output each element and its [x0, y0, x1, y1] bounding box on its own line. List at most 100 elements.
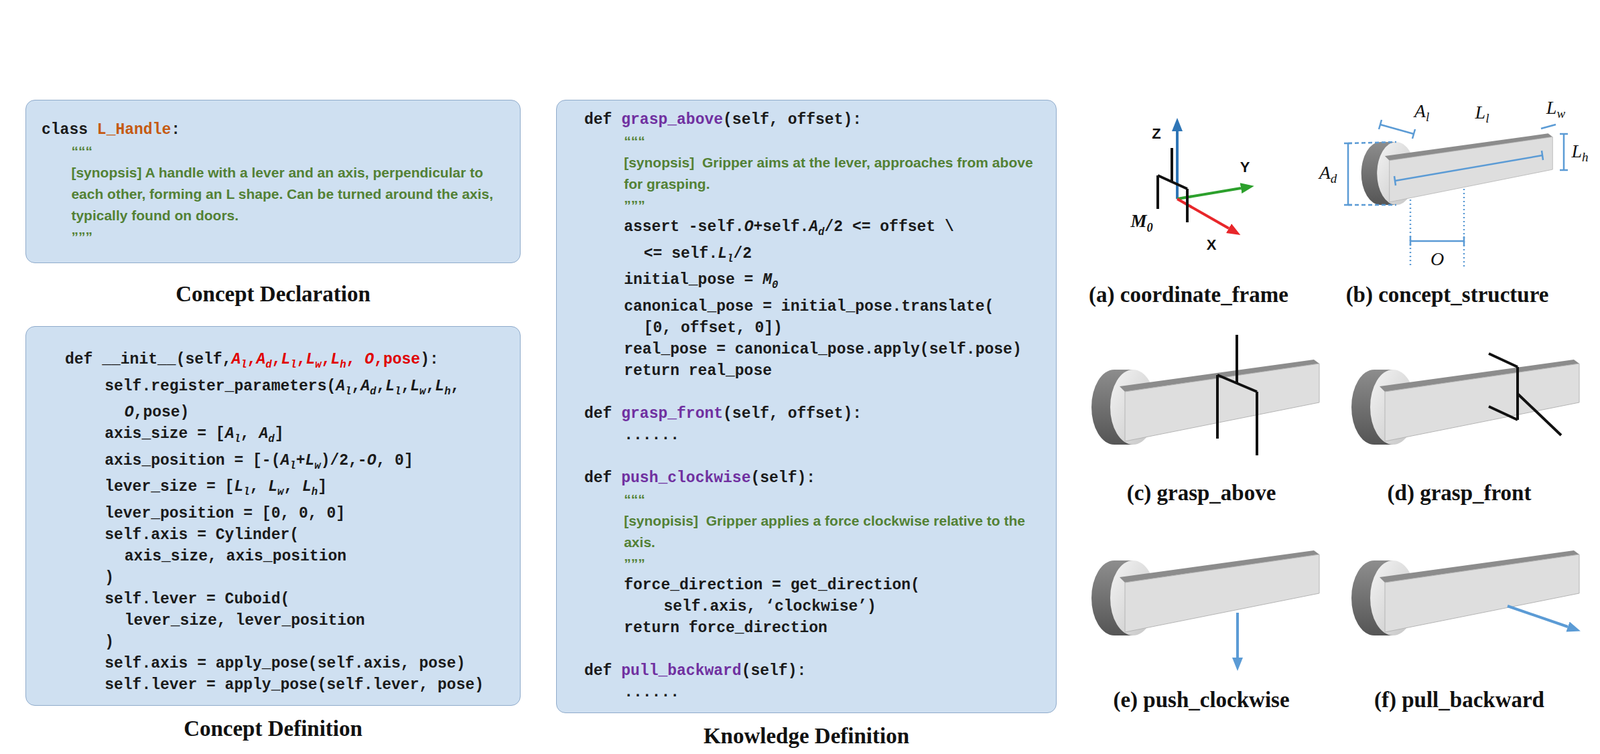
text-run: self.lever = Cuboid( — [104, 590, 290, 609]
text-run: O — [367, 452, 377, 470]
code-line: assert -self.O+self.Ad/2 <= offset \ — [623, 216, 1046, 244]
text-run: ””” — [623, 197, 646, 214]
text-run: w — [1556, 106, 1566, 121]
code-line: axis_position = [-(Al+Lw)/2,-O, 0] — [104, 450, 484, 478]
code-panel: class L_Handle:“““[synopsis] A handle wi… — [25, 99, 521, 264]
code-body: def grasp_above(self, offset):“““[synops… — [584, 109, 1046, 704]
dimension-label: O — [1430, 247, 1444, 271]
code-line: ) — [104, 567, 484, 589]
dimension-label: Lh — [1571, 139, 1588, 170]
code-line: real_pose = canonical_pose.apply(self.po… — [623, 339, 1046, 361]
figure-caption: (a) coordinate_frame — [1088, 281, 1289, 309]
text-run: L — [268, 478, 278, 496]
docstring: “““ — [623, 489, 1046, 511]
code-line: self.lever = Cuboid( — [104, 588, 484, 611]
text-run: grasp_front — [621, 405, 723, 423]
panel-caption: Knowledge Definition — [516, 722, 1097, 750]
text-run: push_clockwise — [621, 469, 751, 488]
docstring: “““ — [623, 130, 1046, 153]
code-line: self.register_parameters(Al,Ad,Ll,Lw,Lh, — [104, 375, 484, 403]
text-run: 0 — [771, 279, 778, 292]
code-line: axis_size = [Al, Ad] — [104, 423, 484, 451]
text-run: axis_size = [ — [104, 425, 225, 443]
text-run: grasp_above — [621, 111, 723, 129]
text-run: self.register_parameters( — [104, 377, 336, 396]
text-run: “““ — [623, 133, 646, 149]
text-run: 0 — [1146, 221, 1153, 235]
text-run: self.lever = apply_pose(self.lever, pose… — [104, 676, 484, 695]
handle-model — [1091, 550, 1320, 636]
gripper-symbol — [1157, 148, 1188, 223]
concept-structure — [1344, 119, 1568, 269]
text-run: l — [243, 486, 250, 499]
text-run: self.axis = apply_pose(self.axis, pose) — [104, 655, 465, 673]
text-run: ) — [104, 569, 114, 587]
pull-backward-figure — [1351, 550, 1580, 636]
code-line: canonical_pose = initial_pose.translate( — [623, 296, 1046, 318]
text-run: l — [240, 359, 247, 372]
code-line: def grasp_above(self, offset): — [584, 109, 1046, 131]
axis-label: X — [1206, 235, 1217, 255]
text-run: (a) coordinate_frame — [1088, 282, 1289, 307]
text-run: (self, offset): — [722, 111, 862, 129]
text-run: ...... — [623, 684, 680, 702]
figure-caption: (b) concept_structure — [1346, 281, 1550, 309]
push-clockwise-figure — [1091, 550, 1320, 658]
handle-model — [1091, 359, 1320, 445]
text-run: L — [1571, 140, 1582, 162]
text-run: d — [1330, 171, 1338, 186]
docstring: “““ — [71, 140, 500, 163]
dimension-label: Al — [1414, 99, 1430, 130]
text-run: A — [231, 351, 241, 369]
text-run: def — [584, 405, 622, 423]
text-run: Z — [1151, 125, 1161, 143]
dimension-label: Ad — [1319, 160, 1338, 191]
text-run: d — [369, 385, 376, 398]
text-run: Concept Definition — [183, 716, 363, 742]
code-line: initial_pose = M0 — [623, 269, 1046, 297]
text-run: L — [717, 245, 727, 263]
text-run: (b) concept_structure — [1346, 282, 1550, 307]
text-run: [synopisis] Gripper applies a force cloc… — [623, 513, 1030, 551]
text-run: canonical_pose = initial_pose.translate( — [623, 298, 994, 316]
text-run: A — [335, 377, 346, 396]
code-line: def __init__(self,Al,Ad,Ll,Lw,Lh, O,pose… — [64, 349, 484, 376]
axis-label: Z — [1151, 124, 1161, 144]
dimension-lines — [1344, 119, 1568, 269]
text-run: , 0] — [375, 452, 413, 470]
axis-label: Y — [1240, 158, 1251, 177]
docstring: [synopsis] A handle with a lever and an … — [71, 162, 500, 227]
text-run: def — [584, 111, 622, 129]
text-run: , — [296, 351, 307, 369]
text-run: A — [258, 425, 269, 443]
text-run: ) — [104, 633, 114, 652]
code-line: ...... — [623, 424, 1046, 447]
text-run: real_pose = canonical_pose.apply(self.po… — [623, 341, 1022, 359]
code-panel: def grasp_above(self, offset):“““[synops… — [556, 99, 1057, 714]
text-run: d — [265, 359, 272, 372]
text-run: L — [330, 351, 341, 369]
dimension-label: Lw — [1546, 95, 1566, 126]
text-run: class — [41, 121, 98, 139]
text-run: self.axis = Cylinder( — [104, 526, 299, 545]
text-run: pull_backward — [621, 662, 742, 681]
figure-caption: (d) grasp_front — [1387, 479, 1532, 508]
force-arrow — [1236, 613, 1239, 658]
gripper-symbol — [1488, 353, 1562, 436]
text-run: L_Handle — [97, 121, 171, 139]
text-run: “““ — [71, 143, 93, 159]
text-run: initial_pose = — [623, 271, 763, 289]
text-run: h — [1581, 150, 1589, 165]
text-run: def __init__(self, — [64, 351, 232, 369]
text-run: A — [1414, 100, 1426, 122]
text-run: L — [304, 452, 315, 470]
code-line: return real_pose — [623, 360, 1046, 382]
text-run: ] — [317, 478, 327, 496]
text-run: M — [1130, 211, 1147, 232]
text-run: l — [345, 385, 352, 398]
text-run: ””” — [623, 556, 646, 572]
text-run: axis_size, axis_position — [124, 548, 347, 566]
text-run: (d) grasp_front — [1387, 481, 1532, 506]
text-run: w — [419, 385, 426, 398]
code-line: self.axis = apply_pose(self.axis, pose) — [104, 653, 484, 675]
